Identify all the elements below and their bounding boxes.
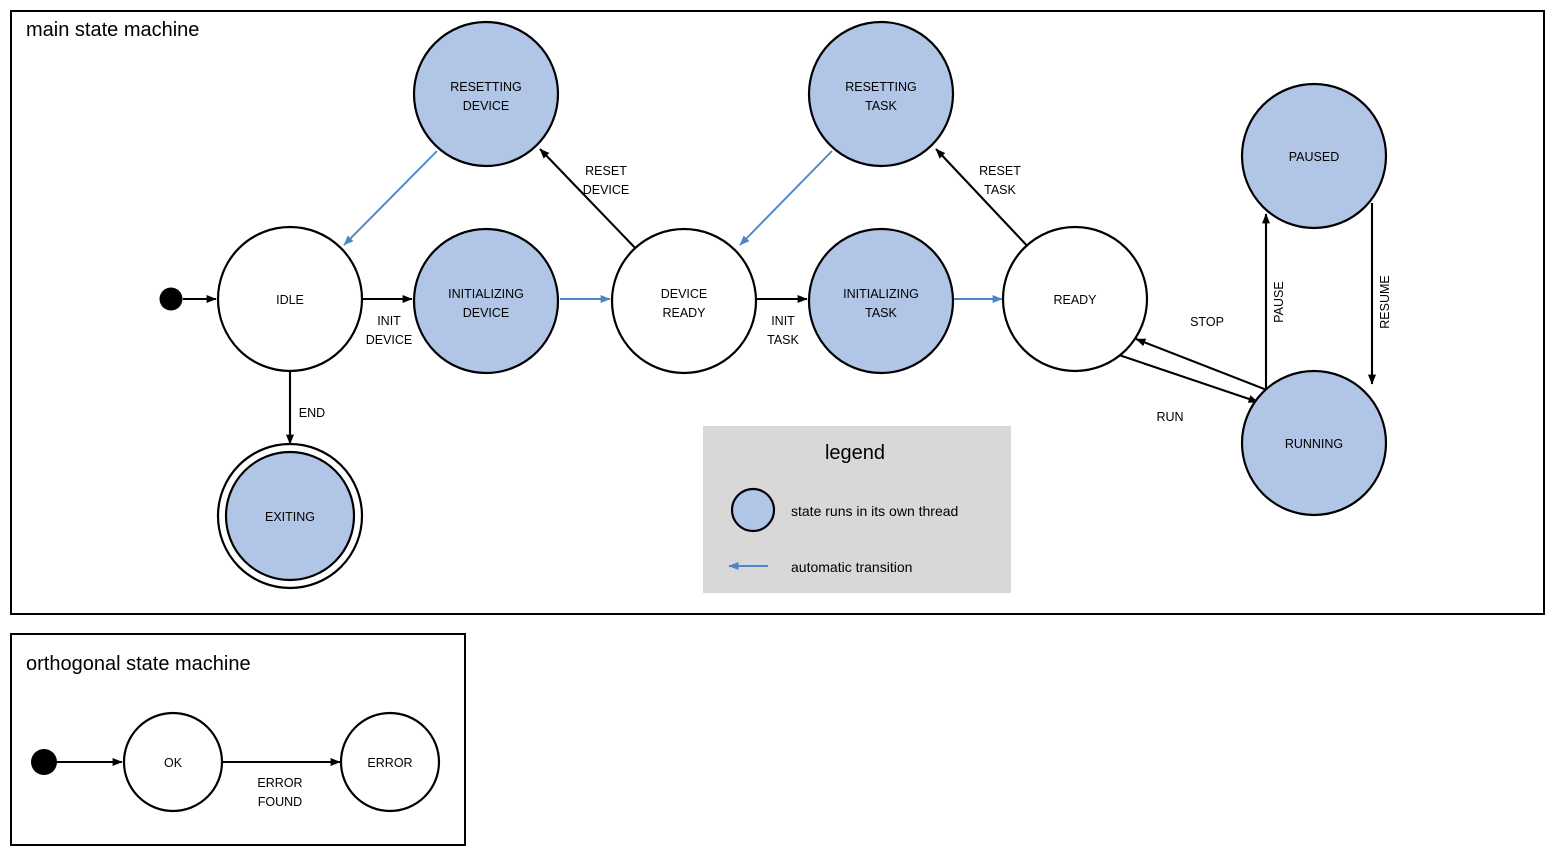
- edge-label-error-found-line1: ERROR: [257, 776, 302, 790]
- orthogonal-frame-title: orthogonal state machine: [26, 653, 251, 675]
- state-idle-label: IDLE: [276, 293, 304, 307]
- initial-pseudostate-dot: [159, 287, 183, 311]
- state-resetting-device-label-line2: DEVICE: [463, 99, 510, 113]
- edge-label-init-task-line1: INIT: [771, 314, 795, 328]
- edge-label-run: RUN: [1156, 410, 1183, 424]
- orthogonal-state-machine-frame: [10, 633, 466, 846]
- state-resetting-task-label-line1: RESETTING: [845, 80, 917, 94]
- legend-blue-circle-swatch-icon: [730, 487, 776, 533]
- edge-device-ready-to-resetting-device: [539, 148, 641, 254]
- state-resetting-device[interactable]: RESETTING DEVICE: [412, 20, 560, 168]
- state-initializing-task-label-line2: TASK: [865, 306, 897, 320]
- state-ok[interactable]: OK: [122, 711, 224, 813]
- edge-label-error-found-line2: FOUND: [258, 795, 302, 809]
- edge-label-pause: PAUSE: [1272, 281, 1286, 322]
- edge-running-to-ready: [1135, 338, 1273, 393]
- orthogonal-initial-pseudostate-dot: [31, 749, 57, 775]
- state-initializing-device[interactable]: INITIALIZING DEVICE: [412, 227, 560, 375]
- edge-label-end: END: [299, 406, 325, 420]
- edge-resetting-device-to-idle: [343, 150, 438, 246]
- state-idle[interactable]: IDLE: [216, 225, 364, 373]
- state-error-label: ERROR: [367, 756, 412, 770]
- edge-ready-to-resetting-task: [935, 148, 1033, 252]
- state-device-ready-label-line1: DEVICE: [661, 287, 708, 301]
- edge-label-init-device-line2: DEVICE: [366, 333, 413, 347]
- state-ready[interactable]: READY: [1001, 225, 1149, 373]
- state-exiting-label: EXITING: [265, 510, 315, 524]
- state-initializing-device-label-line2: DEVICE: [463, 306, 510, 320]
- legend-item-0-text: state runs in its own thread: [791, 503, 958, 519]
- edge-ready-to-running: [1118, 354, 1259, 403]
- edge-label-reset-device-line1: RESET: [585, 164, 627, 178]
- state-running-label: RUNNING: [1285, 437, 1343, 451]
- state-ready-label: READY: [1053, 293, 1097, 307]
- edge-label-init-task-line2: TASK: [767, 333, 799, 347]
- state-initializing-device-label-line1: INITIALIZING: [448, 287, 524, 301]
- edge-label-reset-device-line2: DEVICE: [583, 183, 630, 197]
- edge-label-init-device-line1: INIT: [377, 314, 401, 328]
- legend: legend state runs in its own thread auto…: [703, 426, 1011, 593]
- state-initializing-task-label-line1: INITIALIZING: [843, 287, 919, 301]
- state-device-ready-label-line2: READY: [662, 306, 706, 320]
- state-resetting-device-label-line1: RESETTING: [450, 80, 522, 94]
- state-device-ready[interactable]: DEVICE READY: [610, 227, 758, 375]
- main-state-machine-frame: [10, 10, 1545, 615]
- main-frame-title: main state machine: [26, 19, 199, 41]
- legend-title: legend: [825, 442, 885, 464]
- state-initializing-task[interactable]: INITIALIZING TASK: [807, 227, 955, 375]
- state-paused-label: PAUSED: [1289, 150, 1339, 164]
- edge-label-reset-task-line1: RESET: [979, 164, 1021, 178]
- state-resetting-task-label-line2: TASK: [865, 99, 897, 113]
- state-ok-label: OK: [164, 756, 183, 770]
- edge-label-reset-task-line2: TASK: [984, 183, 1016, 197]
- state-paused[interactable]: PAUSED: [1240, 82, 1388, 230]
- legend-item-1-text: automatic transition: [791, 559, 912, 575]
- state-exiting-outer-ring: [216, 442, 364, 590]
- edge-label-stop: STOP: [1190, 315, 1224, 329]
- state-running[interactable]: RUNNING: [1240, 369, 1388, 517]
- edge-label-resume: RESUME: [1378, 275, 1392, 328]
- state-exiting[interactable]: EXITING: [216, 442, 364, 590]
- state-error[interactable]: ERROR: [339, 711, 441, 813]
- state-exiting-inner-ring: [224, 450, 356, 582]
- state-resetting-task[interactable]: RESETTING TASK: [807, 20, 955, 168]
- edge-resetting-task-to-device-ready: [739, 150, 833, 246]
